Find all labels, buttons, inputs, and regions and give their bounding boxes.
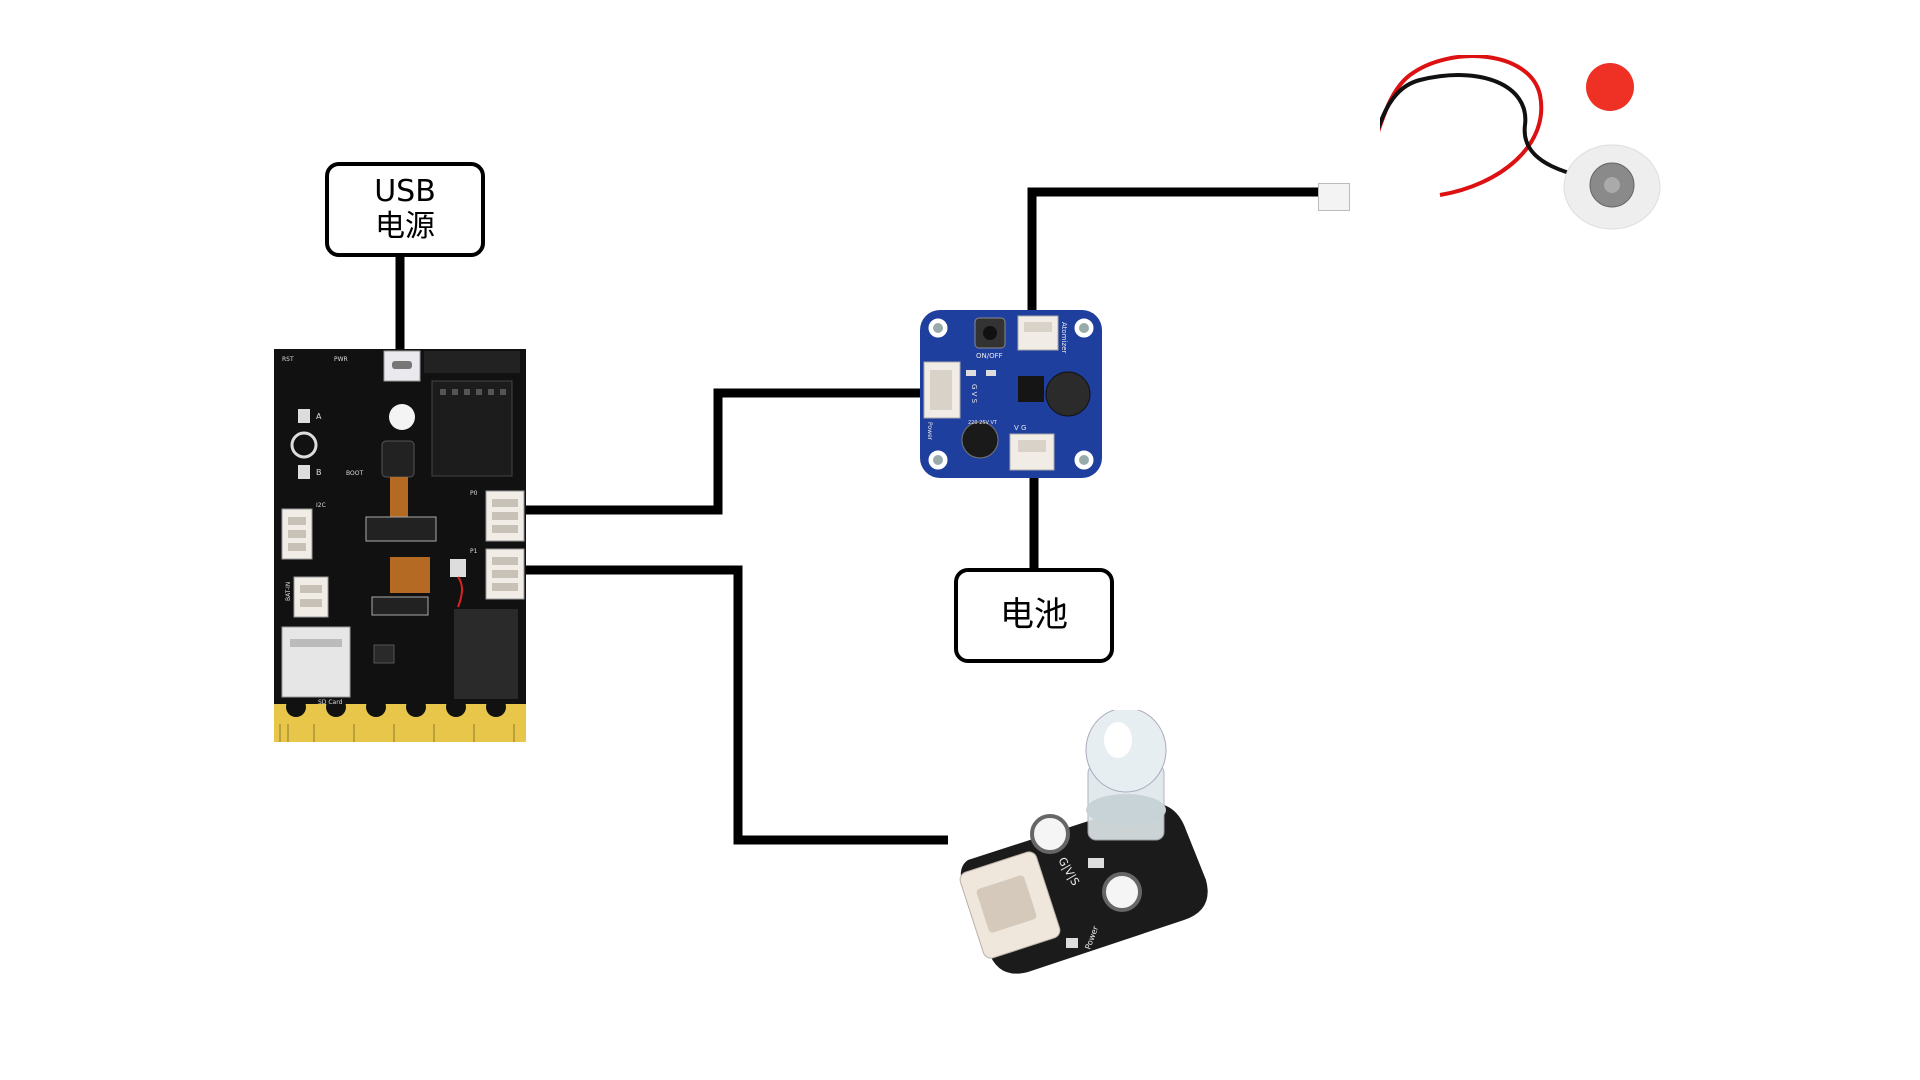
silk-rst: RST [282,356,294,363]
silk-cap: 220 25V VT [968,420,998,426]
sd-card-slot [281,626,351,698]
silk-b: B [316,468,322,477]
main-controller-board: RST PWR A B BOOT I2C P0 P1 BAT-IN SD Car… [274,349,526,742]
usb-power-label-box: USB 电源 [325,162,485,257]
mount-hole-1 [1030,814,1070,854]
silk-power: Power [926,422,933,441]
silk-p0: P0 [470,490,478,497]
camera [381,440,415,478]
connector-bat-in [293,576,329,618]
silk-gvs: G V S [970,384,978,404]
wifi-module [431,380,513,477]
button-a [298,409,310,423]
connector-i2c [281,508,313,560]
silk-a: A [316,412,322,421]
button-b [298,465,310,479]
red-lead [1380,55,1544,197]
black-lead [1380,73,1621,187]
inductor [1045,371,1091,417]
atomizer-disc-transducer [1380,55,1661,230]
atomizer-driver-board: Atomizer ON/OFF G V S Power 220 25V VT V… [920,310,1102,478]
silk-pwr: PWR [334,356,348,363]
silk-onoff: ON/OFF [976,352,1003,360]
flex-cable [390,477,408,517]
battery-label: 电池 [1000,594,1068,635]
wire-p0-to-atomizer-board [524,388,922,515]
led-module: G|V|S Power [959,710,1208,974]
silk-sd-card: SD Card [318,699,343,706]
usb-label-line2: 电源 [375,208,435,244]
battery-label-box: 电池 [954,568,1114,663]
electrolytic-capacitor [961,421,999,459]
connector-p0 [485,490,525,542]
silk-p1: P1 [470,548,478,555]
wire-p1-to-led [524,565,948,845]
silk-boot: BOOT [346,470,363,477]
silk-atomizer: Atomizer [1060,322,1068,353]
disc-connector-plug [1318,183,1350,211]
driver-chip [1018,376,1044,402]
silk-bat-in: BAT-IN [285,582,292,601]
red-status-dot [1586,63,1634,111]
silk-vg: V G [1014,424,1026,432]
usb-c-port [383,350,421,382]
atomizer-output-connector [1017,315,1059,351]
wire-atomizer-board-to-disc [1027,187,1318,312]
silk-i2c: I2C [316,502,326,509]
mount-hole-2 [1102,872,1142,912]
usb-label-line1: USB [374,174,436,209]
connector-p1 [485,548,525,600]
